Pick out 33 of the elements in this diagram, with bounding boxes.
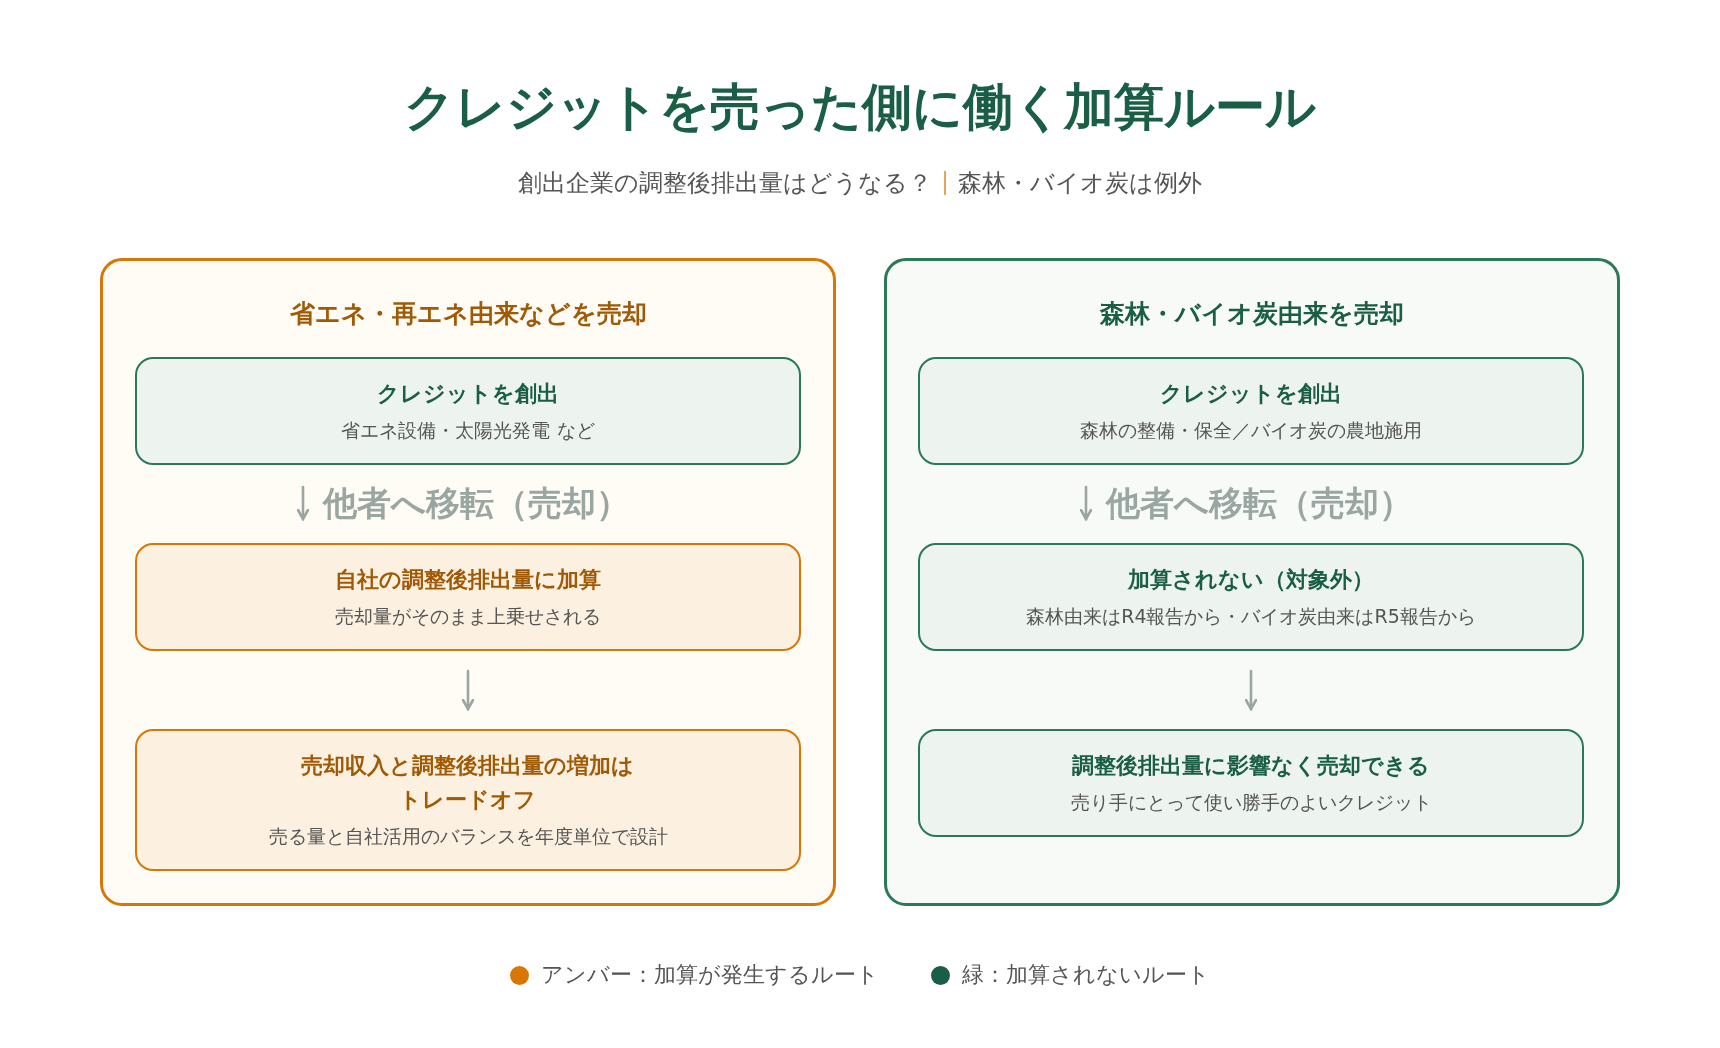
edge-label: 他者へ移転（売却） bbox=[323, 482, 630, 525]
process-box bbox=[135, 729, 801, 871]
arrow bbox=[1079, 485, 1093, 521]
box-heading: 加算されない（対象外） bbox=[1128, 566, 1374, 594]
arrow bbox=[461, 669, 475, 711]
process-box bbox=[918, 729, 1584, 837]
process-box bbox=[918, 357, 1584, 465]
box-heading: 自社の調整後排出量に加算 bbox=[335, 566, 601, 594]
panel bbox=[100, 258, 836, 906]
process-box bbox=[135, 357, 801, 465]
process-box bbox=[918, 543, 1584, 651]
box-heading: クレジットを創出 bbox=[377, 380, 559, 408]
edge-label: 他者へ移転（売却） bbox=[1106, 482, 1413, 525]
subtitle-text: 森林・バイオ炭は例外 bbox=[958, 168, 1202, 199]
subtitle-text: 創出企業の調整後排出量はどうなる？ bbox=[518, 168, 932, 199]
arrow bbox=[1244, 669, 1258, 711]
box-text: 森林由来はR4報告から・バイオ炭由来はR5報告から bbox=[1026, 604, 1476, 629]
box-text: 森林の整備・保全／バイオ炭の農地施用 bbox=[1080, 418, 1422, 443]
box-heading: 売却収入と調整後排出量の増加はトレードオフ bbox=[300, 752, 636, 814]
panel-heading: 省エネ・再エネ由来などを売却 bbox=[288, 298, 648, 330]
box-text: 売り手にとって使い勝手のよいクレジット bbox=[1070, 790, 1432, 815]
box-text: 省エネ設備・太陽光発電 など bbox=[341, 418, 595, 443]
box-heading: クレジットを創出 bbox=[1160, 380, 1342, 408]
arrow bbox=[296, 485, 310, 521]
box-text: 売る量と自社活用のバランスを年度単位で設計 bbox=[268, 824, 668, 849]
title: クレジットを売った側に働く加算ルール bbox=[403, 77, 1317, 138]
box-heading: 調整後排出量に影響なく売却できる bbox=[1072, 752, 1430, 780]
box-text: 売却量がそのまま上乗せされる bbox=[335, 604, 601, 629]
panel-heading: 森林・バイオ炭由来を売却 bbox=[1099, 298, 1405, 330]
panel bbox=[884, 258, 1620, 906]
process-box bbox=[135, 543, 801, 651]
legend-text: 緑：加算されないルート bbox=[962, 961, 1210, 989]
legend-text: アンバー：加算が発生するルート bbox=[541, 961, 879, 989]
